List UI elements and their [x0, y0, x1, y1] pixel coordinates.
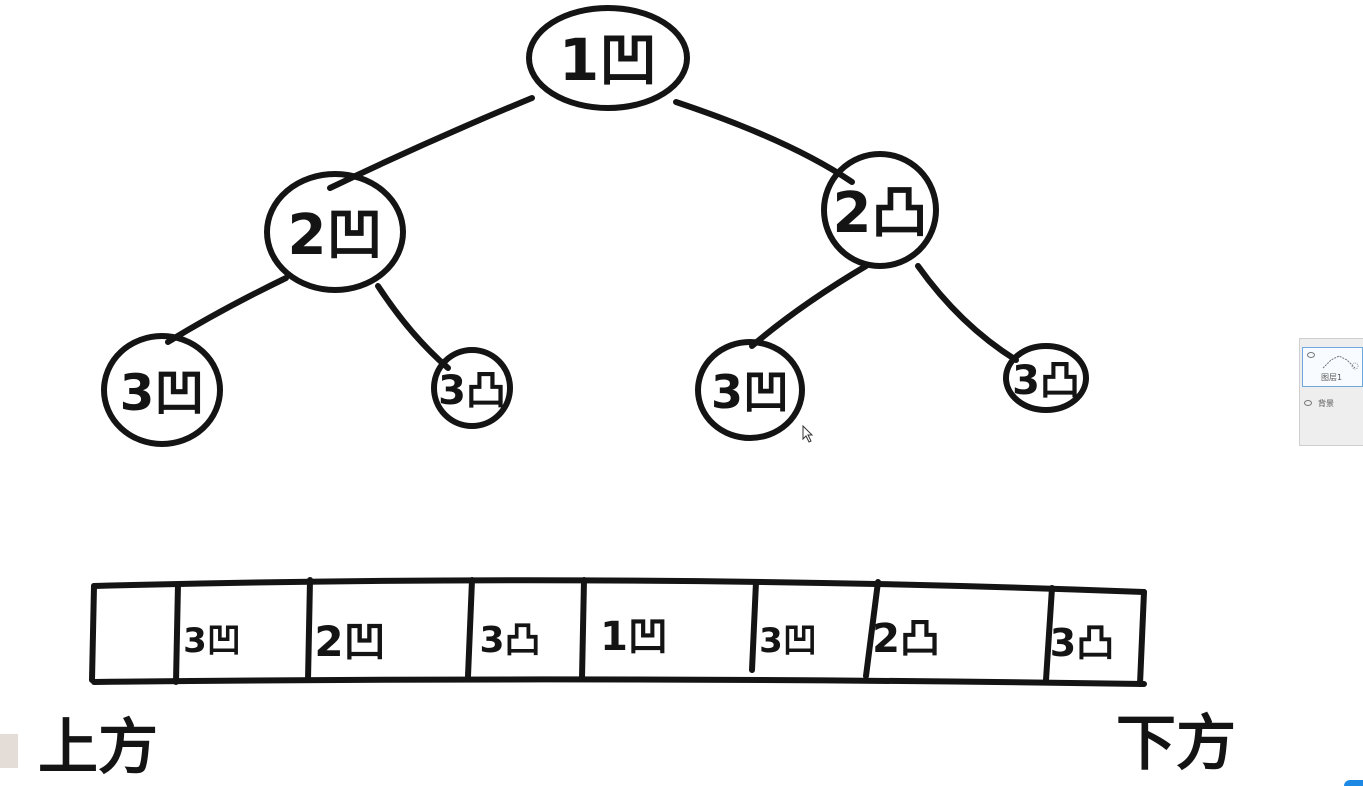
layer-item-1[interactable]: 图层1 [1302, 347, 1363, 387]
array-divider [749, 579, 759, 673]
array-cell: 1凹 [600, 614, 668, 660]
tree-edge [915, 263, 1019, 363]
eye-icon[interactable] [1304, 400, 1312, 406]
layer-thumbnail [1322, 355, 1359, 370]
tree-edge [749, 263, 869, 349]
tree-edge [327, 95, 535, 191]
array-divider [465, 577, 475, 679]
tree-node-level3: 3凸 [431, 347, 513, 429]
array-cell: 2凸 [872, 616, 940, 662]
node-label: 3凸 [1012, 358, 1080, 404]
label-left-end: 上方 [38, 713, 158, 783]
array-cell: 3凸 [1050, 621, 1114, 665]
tree-edge [375, 283, 451, 371]
node-label: 3凹 [120, 364, 205, 422]
node-label: 1凹 [559, 26, 657, 94]
node-label: 3凸 [438, 368, 506, 414]
array-cell: 2凹 [314, 617, 385, 666]
layers-panel: 图层1 背景 [1299, 338, 1363, 446]
array-divider [305, 577, 313, 683]
tree-node-level2-right: 2凸 [821, 151, 939, 269]
eye-icon[interactable] [1307, 352, 1315, 358]
mouse-cursor-icon [802, 425, 814, 443]
array-divider [1137, 589, 1147, 687]
tree-node-level3: 3凹 [695, 339, 805, 441]
label-right-end: 下方 [1116, 709, 1236, 779]
side-tab[interactable] [0, 734, 18, 768]
array-divider [173, 581, 181, 685]
array-bottom-border [91, 676, 1147, 687]
corner-badge[interactable] [1344, 780, 1363, 786]
layer-item-background[interactable]: 背景 [1300, 387, 1363, 427]
node-label: 2凹 [288, 203, 383, 268]
array-cell: 3凹 [183, 621, 241, 661]
array-divider [89, 583, 97, 683]
tree-edge [673, 99, 855, 185]
layer-label: 背景 [1318, 399, 1334, 408]
array-divider [1043, 585, 1055, 683]
tree-node-level3: 3凹 [101, 333, 223, 447]
tree-node-level2-left: 2凹 [264, 171, 406, 293]
node-label: 3凹 [711, 365, 789, 419]
tree-node-root: 1凹 [526, 5, 690, 111]
array-divider [579, 577, 587, 681]
heap-array [89, 577, 1147, 687]
array-cell: 3凸 [479, 620, 540, 661]
node-label: 2凸 [833, 181, 928, 246]
array-cell: 3凹 [759, 621, 817, 661]
tree-node-level3: 3凸 [1003, 343, 1089, 413]
layer-label: 图层1 [1321, 373, 1343, 382]
tree-edge [165, 275, 289, 345]
array-top-border [91, 577, 1147, 595]
array-divider [863, 579, 881, 679]
